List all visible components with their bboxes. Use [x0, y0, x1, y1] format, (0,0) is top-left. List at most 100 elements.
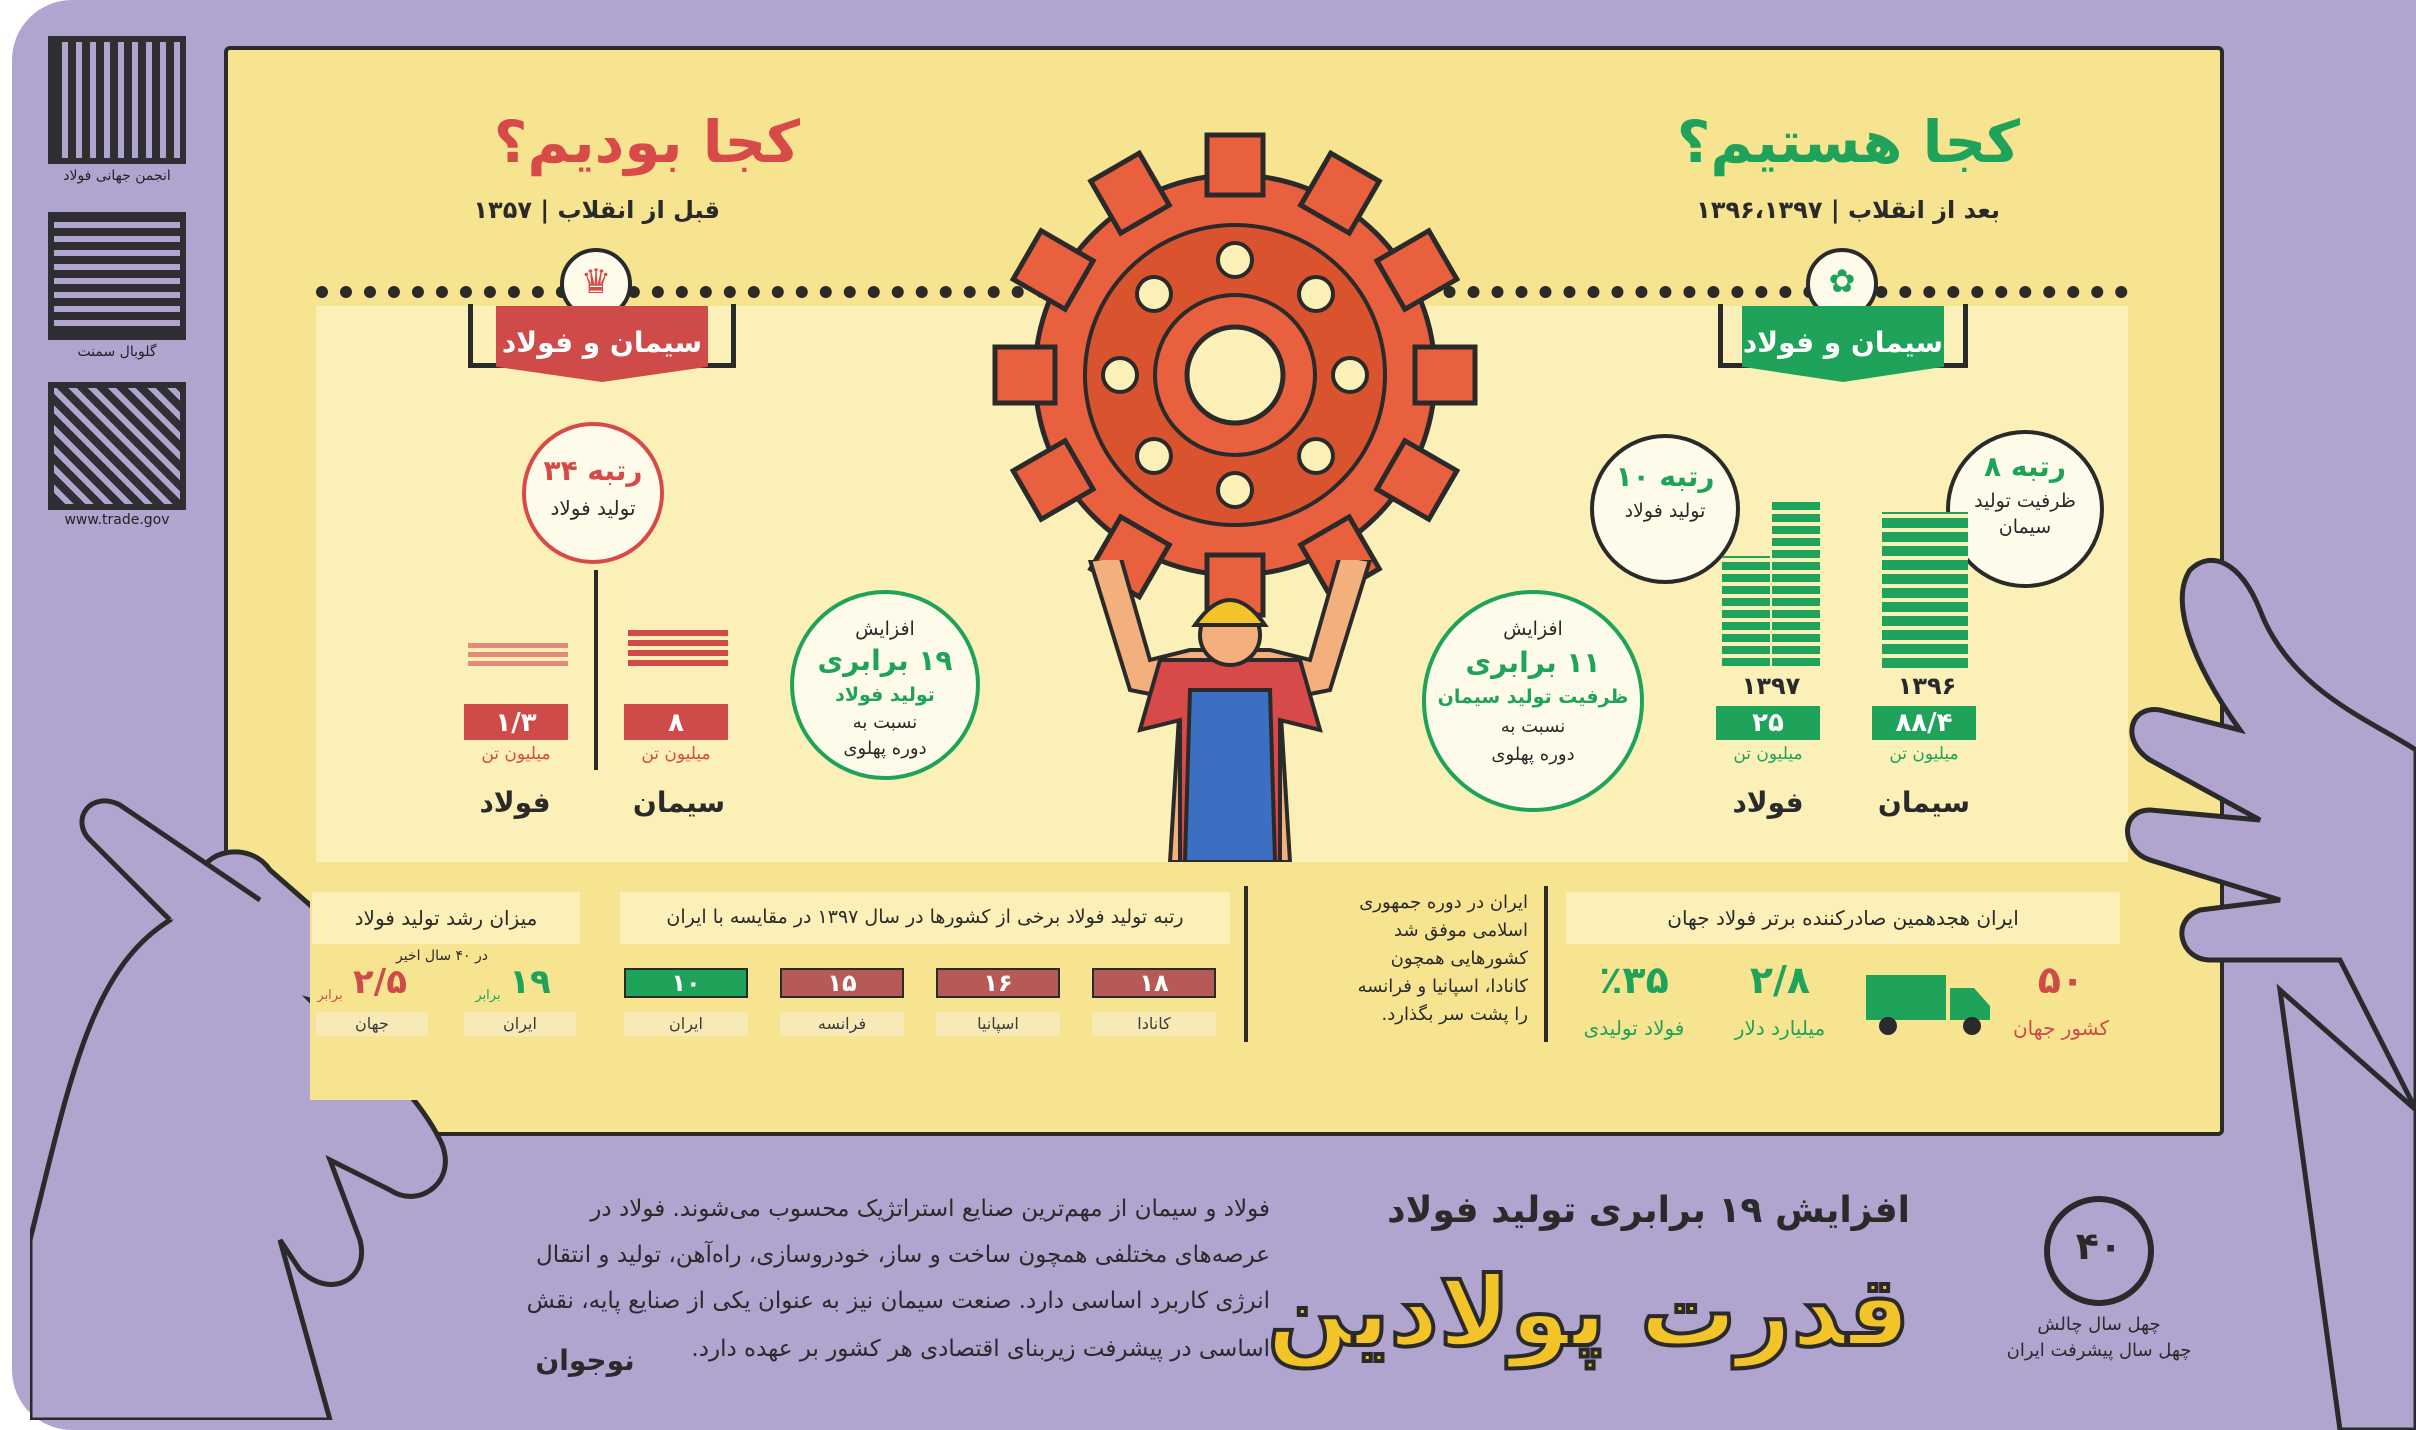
increase-cement-circle	[1422, 590, 1644, 812]
left-steel-value-box	[464, 704, 568, 740]
right-steel-stack-left	[1722, 556, 1770, 666]
left-steel-label: فولاد	[479, 786, 551, 819]
left-cement-unit: میلیون تن	[641, 744, 711, 764]
anniversary-caption-1: چهل سال چالش	[2037, 1314, 2161, 1335]
qr-code-2	[48, 212, 186, 340]
right-rank-steel-desc: تولید فولاد	[1624, 500, 1706, 522]
left-cement-icon	[628, 630, 728, 666]
qr-code-1	[48, 36, 186, 164]
left-steel-icon	[468, 640, 568, 666]
left-rank-steel-title: رتبه ۳۴	[543, 454, 643, 487]
footer-paragraph-line-3: انرژی کاربرد اساسی دارد. صنعت سیمان نیز …	[526, 1288, 1270, 1314]
anniversary-emblem-number: ۴۰	[2075, 1224, 2123, 1268]
right-rank-cement-title: رتبه ۸	[1984, 450, 2066, 483]
truck-svg-icon	[1866, 975, 1990, 1035]
right-steel-year: ۱۳۹۷	[1741, 672, 1801, 700]
right-steel-value-box	[1716, 706, 1820, 740]
right-subtitle: بعد از انقلاب | ۱۳۹۶،۱۳۹۷	[1696, 196, 2000, 224]
rank-iran-value: ۱۰	[624, 968, 748, 998]
rank-spain-value: ۱۶	[936, 968, 1060, 998]
left-cement-value: ۸	[668, 708, 684, 738]
right-steel-stack-right	[1772, 500, 1820, 666]
right-steel-unit: میلیون تن	[1733, 744, 1803, 764]
right-cement-value: ۸۸/۴	[1895, 708, 1953, 738]
right-cement-value-box	[1872, 706, 1976, 740]
left-cement-label: سیمان	[632, 786, 726, 819]
left-title: کجا بودیم؟	[493, 108, 800, 176]
growth-iran-label: ایران	[464, 1012, 576, 1036]
increase-steel-l1: افزایش	[855, 618, 915, 640]
countries-value: ۵۰	[2037, 958, 2085, 1002]
left-ribbon	[496, 306, 708, 382]
right-rank-cement-desc2: سیمان	[1998, 516, 2052, 538]
note-line-3: کشورهایی همچون	[1390, 948, 1528, 969]
nojavan-logo: نوجوان	[535, 1344, 635, 1377]
dollars-label: میلیارد دلار	[1734, 1016, 1826, 1040]
exporter-title: ایران هجدهمین صادرکننده برتر فولاد جهان	[1667, 906, 2019, 930]
left-steel-value: ۱/۳	[495, 708, 537, 738]
qr-label-1: انجمن جهانی فولاد	[63, 168, 171, 184]
right-rank-steel-title: رتبه ۱۰	[1615, 460, 1715, 493]
rank-france-label: فرانسه	[780, 1012, 904, 1036]
rank-canada-value: ۱۸	[1092, 968, 1216, 998]
iran-emblem-icon: ✿	[1828, 262, 1856, 300]
right-hand-illustration	[2125, 558, 2416, 1430]
footer-paragraph-line-2: عرصه‌های مختلفی همچون ساخت و ساز، خودروس…	[536, 1242, 1270, 1268]
increase-cement-l5: دوره پهلوی	[1491, 744, 1575, 765]
growth-world-label: جهان	[316, 1012, 428, 1036]
increase-steel-l5: دوره پهلوی	[843, 738, 927, 759]
percent-label: فولاد تولیدی	[1583, 1016, 1685, 1040]
left-ribbon-label: سیمان و فولاد	[501, 326, 703, 359]
left-rank-steel-circle	[522, 422, 664, 564]
footer-paragraph-line-4: اساسی در پیشرفت زیربنای اقتصادی هر کشور …	[691, 1336, 1270, 1362]
growth-title: میزان رشد تولید فولاد	[354, 906, 538, 930]
left-rank-steel-desc: تولید فولاد	[550, 496, 636, 520]
increase-cement-l4: نسبت به	[1500, 716, 1566, 737]
right-cement-label: سیمان	[1877, 786, 1971, 819]
right-ribbon	[1742, 306, 1944, 382]
dollars-value: ۲/۸	[1749, 958, 1811, 1002]
right-rank-cement-desc1: ظرفیت تولید	[1974, 490, 2076, 512]
increase-steel-l3: تولید فولاد	[835, 684, 935, 706]
increase-cement-l1: افزایش	[1503, 618, 1563, 640]
rank-canada-label: کانادا	[1092, 1012, 1216, 1036]
footer-big-title: قدرت پولادین	[1265, 1254, 1912, 1370]
left-subtitle: قبل از انقلاب | ۱۳۵۷	[473, 196, 720, 224]
right-steel-value: ۲۵	[1752, 708, 1784, 738]
growth-world-unit: برابر	[317, 988, 343, 1003]
note-line-1: ایران در دوره جمهوری	[1359, 892, 1528, 913]
note-line-2: اسلامی موفق شد	[1394, 920, 1528, 941]
increase-steel-circle	[790, 590, 980, 780]
right-cement-stack	[1882, 512, 1968, 668]
percent-value: ٪۳۵	[1599, 958, 1669, 1002]
increase-cement-l2: ۱۱ برابری	[1465, 646, 1601, 679]
right-steel-label: فولاد	[1732, 786, 1804, 819]
countries-label: کشور جهان	[2012, 1016, 2110, 1040]
ranking-title: رتبه تولید فولاد برخی از کشورها در سال ۱…	[666, 906, 1184, 928]
increase-cement-l3: ظرفیت تولید سیمان	[1437, 686, 1629, 708]
right-cement-unit: میلیون تن	[1889, 744, 1959, 764]
rank-spain-label: اسپانیا	[936, 1012, 1060, 1036]
footer-paragraph-line-1: فولاد و سیمان از مهم‌ترین صنایع استراتژی…	[590, 1196, 1270, 1222]
qr-label-3: www.trade.gov	[64, 512, 170, 528]
gear-illustration	[992, 132, 1478, 618]
anniversary-caption-2: چهل سال پیشرفت ایران	[2006, 1340, 2192, 1361]
crown-icon: ♛	[580, 262, 612, 302]
right-cement-year: ۱۳۹۶	[1897, 672, 1957, 700]
note-box	[1244, 886, 1548, 1042]
ranking-title-box	[620, 892, 1230, 944]
note-line-4: کانادا، اسپانیا و فرانسه	[1357, 976, 1528, 997]
growth-sub: در ۴۰ سال اخیر	[395, 948, 489, 964]
qr-code-3	[48, 382, 186, 510]
right-title: کجا هستیم؟	[1676, 108, 2020, 176]
rank-france-value: ۱۵	[780, 968, 904, 998]
anniversary-emblem	[2044, 1196, 2154, 1306]
increase-steel-l4: نسبت به	[852, 712, 918, 733]
worker-illustration	[1087, 560, 1373, 862]
increase-steel-l2: ۱۹ برابری	[817, 644, 953, 677]
qr-label-2: گلوبال سمنت	[77, 344, 157, 360]
note-line-5: را پشت سر بگذارد.	[1381, 1004, 1528, 1025]
right-rank-steel-circle	[1590, 434, 1740, 584]
left-cement-value-box	[624, 704, 728, 740]
rank-iran-label: ایران	[624, 1012, 748, 1036]
